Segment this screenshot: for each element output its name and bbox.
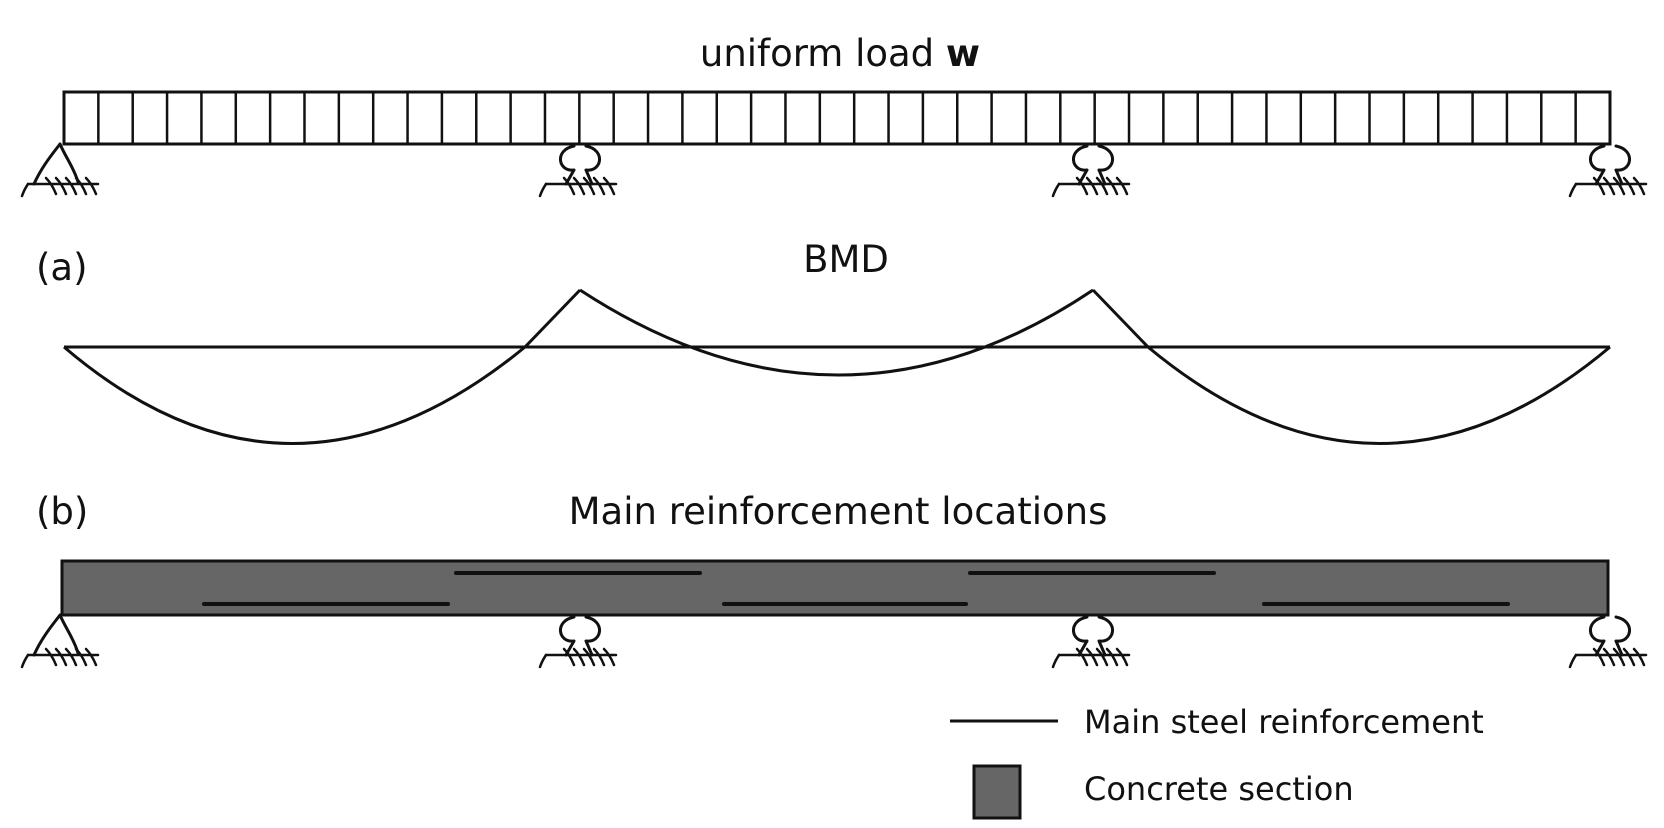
bmd-span-3-curve: [1091, 288, 1611, 445]
bmd-span-2-curve: [579, 288, 1094, 377]
roller-support-icon: [538, 144, 618, 198]
ground-hatch: [538, 176, 618, 198]
ground-hatch: [1568, 176, 1648, 198]
roller-support-icon: [1568, 144, 1648, 198]
ground-hatch: [538, 647, 618, 669]
bmd-title: BMD: [803, 238, 889, 281]
legend-concrete-swatch: [972, 764, 1022, 820]
uniform-load-block: [62, 90, 1612, 146]
fixed-support-icon: [20, 142, 100, 198]
legend: Main steel reinforcement Concrete sectio…: [950, 703, 1484, 820]
load-outline: [62, 90, 1612, 146]
concrete-beam: [60, 559, 1610, 617]
reinforcement-title: Main reinforcement locations: [569, 490, 1108, 533]
load-symbol: w: [946, 32, 980, 75]
concrete-beam-section: [60, 559, 1610, 617]
fixed-support-icon: [20, 613, 100, 669]
steel-bars: [202, 571, 1510, 606]
bending-moment-diagram: [63, 288, 1611, 445]
bmd-span-1-curve: [63, 288, 582, 445]
ground-hatch: [1568, 647, 1648, 669]
legend-concrete-label: Concrete section: [1084, 770, 1354, 808]
roller-support-icon: [538, 615, 618, 669]
roller-support-icon: [1051, 144, 1131, 198]
ground-hatch: [20, 647, 100, 669]
roller-support-icon: [1051, 615, 1131, 669]
roller-support-icon: [1568, 615, 1648, 669]
ground-hatch: [1051, 176, 1131, 198]
reinforcement-tag: (b): [36, 490, 88, 533]
load-tick-lines: [97, 92, 1577, 144]
bmd-tag: (a): [36, 246, 88, 289]
ground-hatch: [20, 176, 100, 198]
supports-load-row: [20, 142, 1648, 198]
legend-steel-label: Main steel reinforcement: [1084, 703, 1484, 741]
ground-hatch: [1051, 647, 1131, 669]
supports-reinforcement-row: [20, 613, 1648, 669]
load-title: uniform load w: [700, 32, 980, 75]
